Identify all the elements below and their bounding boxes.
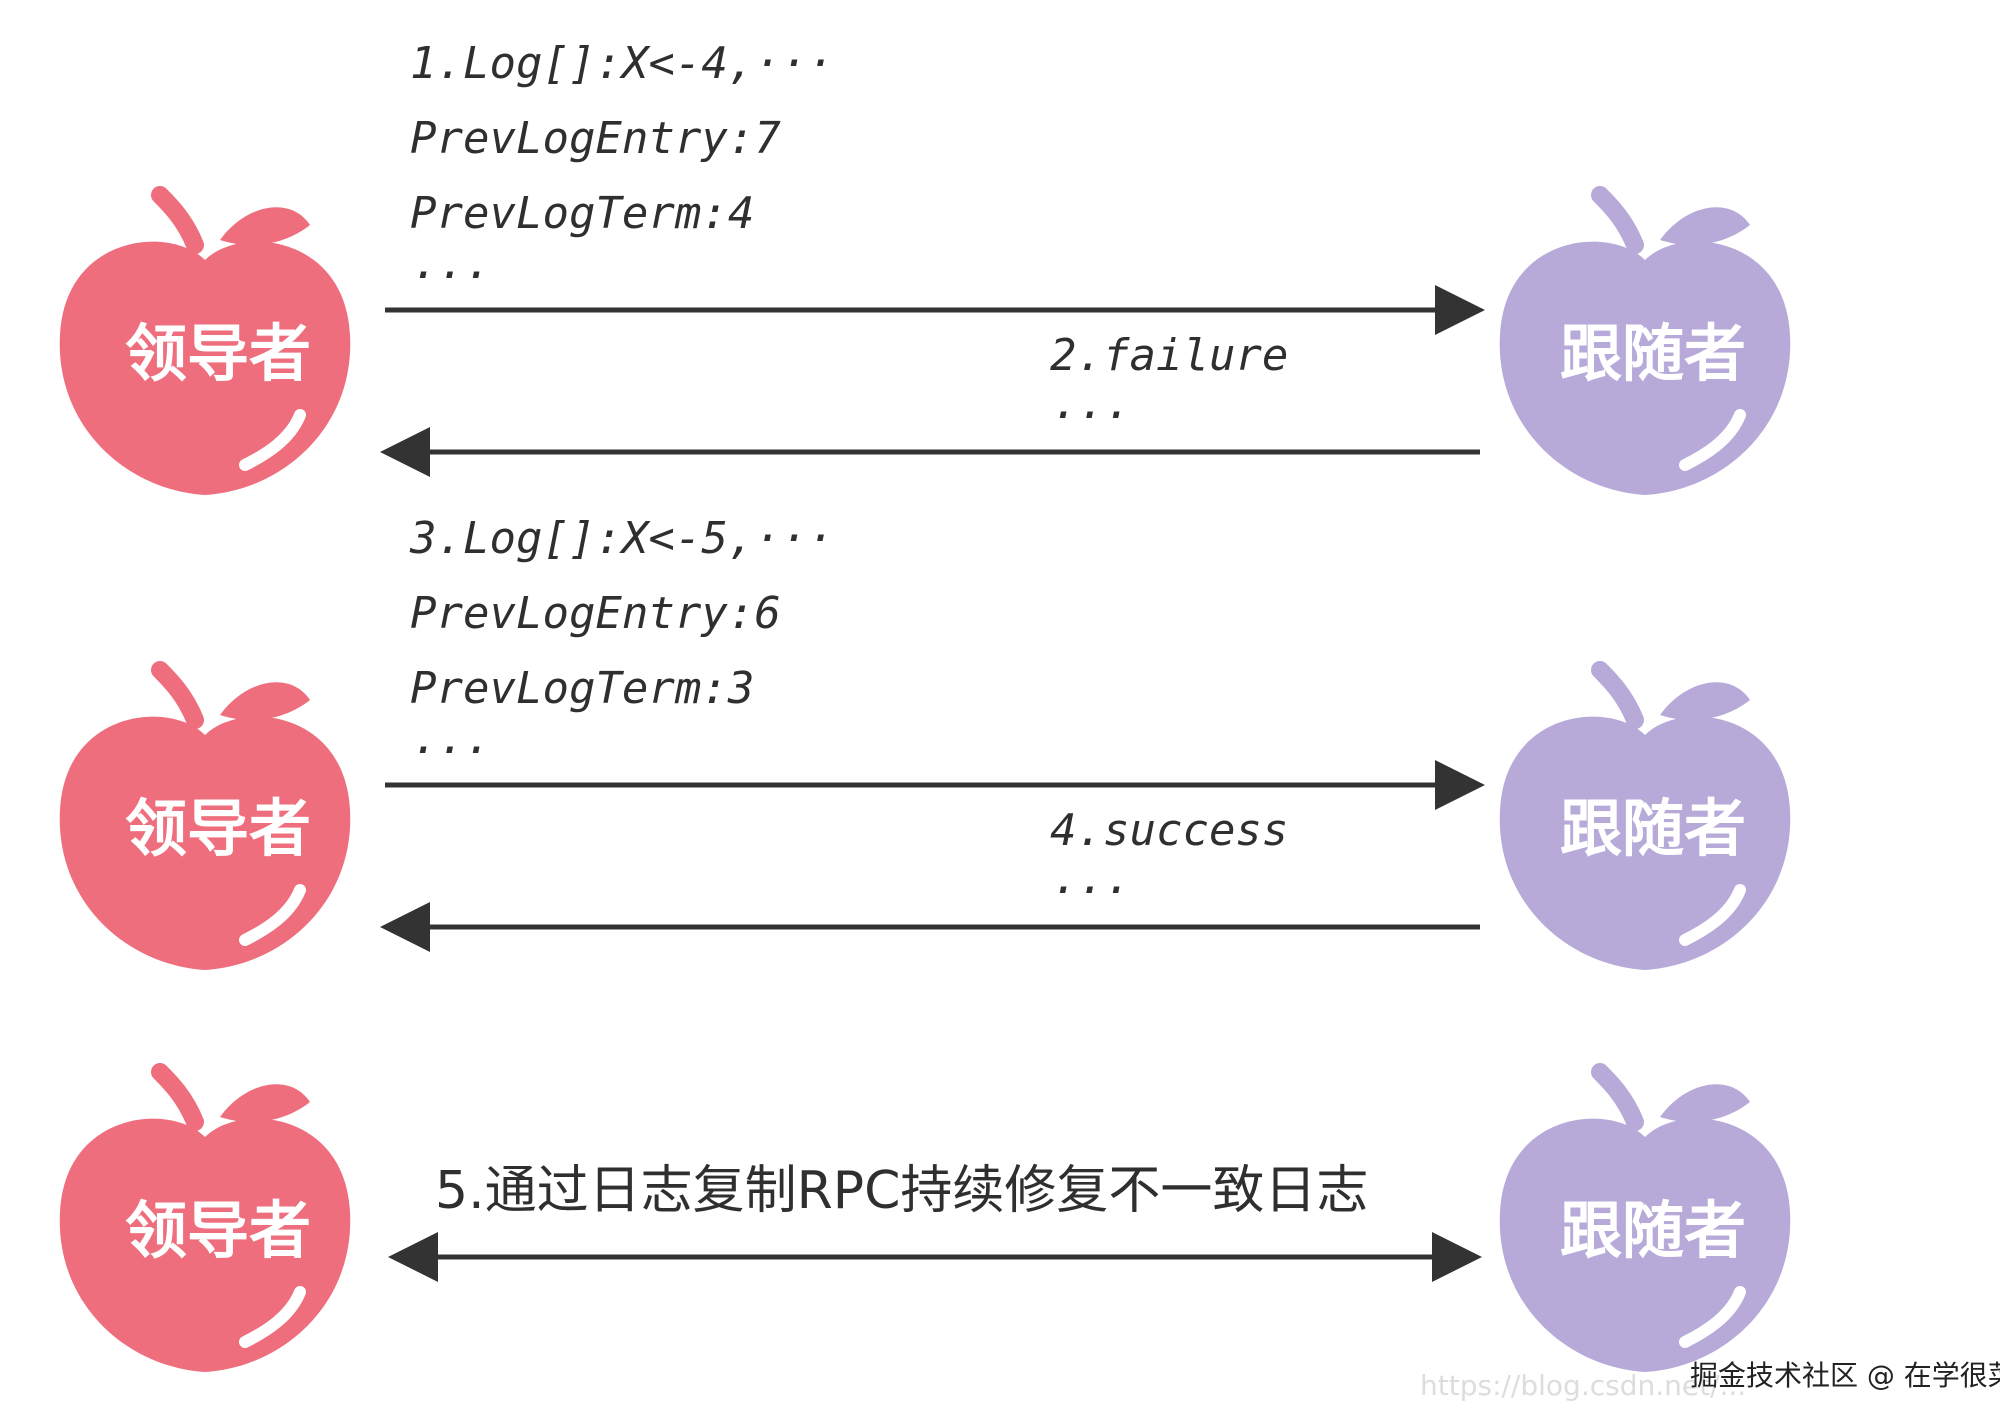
final-message: 5.通过日志复制RPC持续修复不一致日志 bbox=[435, 1161, 1368, 1221]
follower-label: 跟随者 bbox=[1560, 1194, 1746, 1267]
follower-label: 跟随者 bbox=[1560, 792, 1746, 865]
request-line: ··· bbox=[410, 725, 489, 776]
follower-label: 跟随者 bbox=[1560, 317, 1746, 390]
reply-line: ··· bbox=[1050, 390, 1129, 441]
faint-watermark: https://blog.csdn.net/... bbox=[1420, 1369, 1746, 1402]
request-line: PrevLogTerm:4 bbox=[410, 188, 754, 239]
apple-shine-icon bbox=[239, 409, 306, 471]
round-1-reply: 2.failure ··· bbox=[380, 330, 1480, 477]
follower-node-2: 跟随者 bbox=[1499, 661, 1791, 970]
leader-label: 领导者 bbox=[125, 1194, 311, 1267]
apple-leaf-icon bbox=[1660, 207, 1750, 245]
request-line: 3.Log[]:X<-5,··· bbox=[409, 513, 834, 564]
leader-node-3: 领导者 bbox=[59, 1063, 351, 1372]
round-2-reply: 4.success ··· bbox=[380, 805, 1480, 952]
apple-shine-icon bbox=[1679, 1286, 1746, 1348]
apple-leaf-icon bbox=[220, 1084, 310, 1122]
leader-label: 领导者 bbox=[125, 317, 311, 390]
leader-label: 领导者 bbox=[125, 792, 311, 865]
apple-stem-icon bbox=[151, 661, 204, 729]
follower-node-3: 跟随者 bbox=[1499, 1063, 1791, 1372]
request-line: PrevLogEntry:6 bbox=[410, 588, 781, 639]
apple-shine-icon bbox=[1679, 884, 1746, 946]
request-line: PrevLogTerm:3 bbox=[410, 663, 754, 714]
leader-node-1: 领导者 bbox=[59, 186, 351, 495]
apple-stem-icon bbox=[1591, 661, 1644, 729]
request-line: PrevLogEntry:7 bbox=[410, 113, 781, 164]
apple-leaf-icon bbox=[1660, 1084, 1750, 1122]
reply-line: ··· bbox=[1050, 865, 1129, 916]
follower-node-1: 跟随者 bbox=[1499, 186, 1791, 495]
apple-shine-icon bbox=[1679, 409, 1746, 471]
leader-node-2: 领导者 bbox=[59, 661, 351, 970]
apple-shine-icon bbox=[239, 884, 306, 946]
apple-shine-icon bbox=[239, 1286, 306, 1348]
round-1-request: 1.Log[]:X<-4,··· PrevLogEntry:7 PrevLogT… bbox=[385, 38, 1485, 335]
round-2-request: 3.Log[]:X<-5,··· PrevLogEntry:6 PrevLogT… bbox=[385, 513, 1485, 810]
apple-stem-icon bbox=[1591, 186, 1644, 254]
apple-leaf-icon bbox=[220, 682, 310, 720]
apple-leaf-icon bbox=[220, 207, 310, 245]
apple-leaf-icon bbox=[1660, 682, 1750, 720]
credit-watermark: 掘金技术社区 @ 在学很菜 bbox=[1690, 1359, 2000, 1392]
request-line: 1.Log[]:X<-4,··· bbox=[410, 38, 834, 89]
reply-line: 2.failure bbox=[1050, 330, 1288, 381]
apple-stem-icon bbox=[151, 1063, 204, 1131]
apple-stem-icon bbox=[151, 186, 204, 254]
round-3-sync: 5.通过日志复制RPC持续修复不一致日志 bbox=[388, 1161, 1482, 1282]
request-line: ··· bbox=[410, 250, 489, 301]
apple-stem-icon bbox=[1591, 1063, 1644, 1131]
reply-line: 4.success bbox=[1050, 805, 1288, 856]
